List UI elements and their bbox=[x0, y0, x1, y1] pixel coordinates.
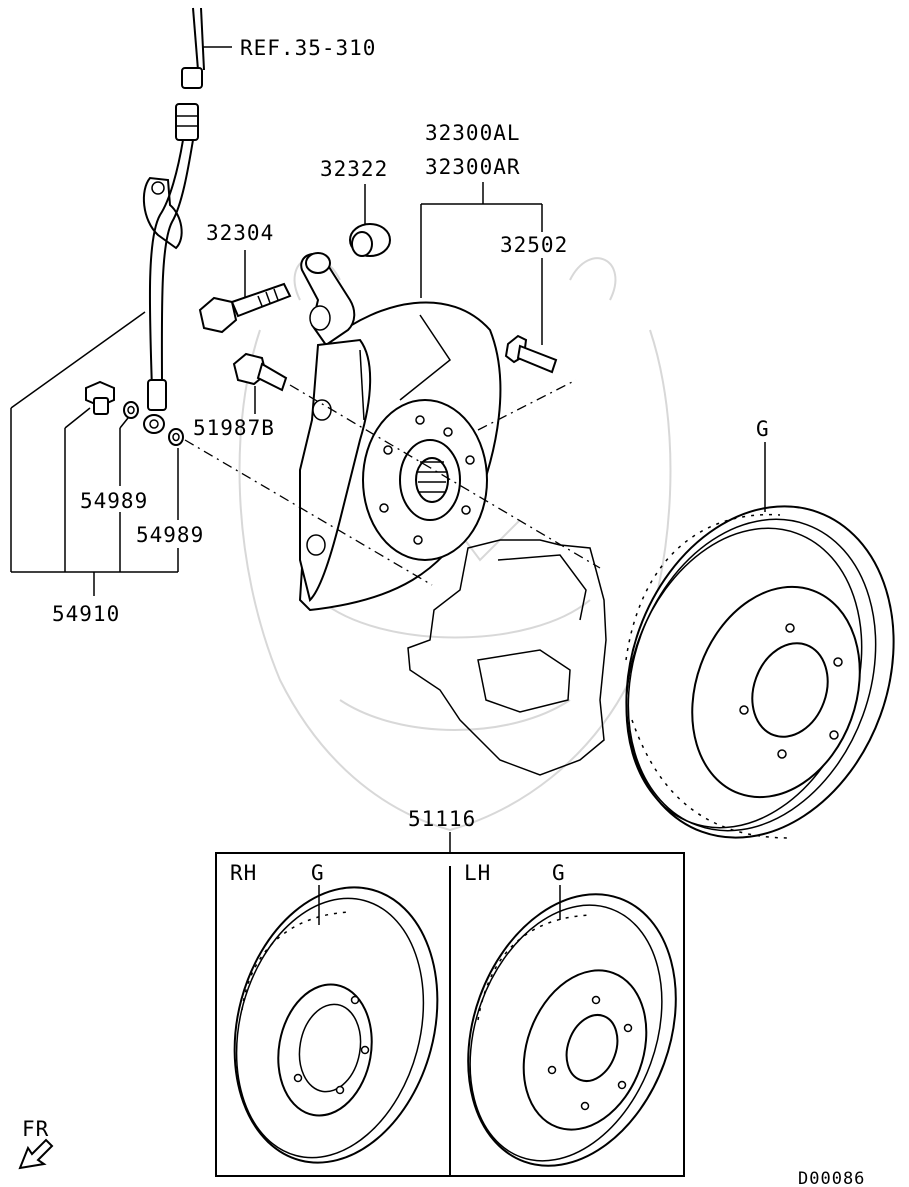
hub-bolt-32502 bbox=[504, 334, 558, 374]
label-g-main: G bbox=[756, 417, 770, 441]
label-32300ar: 32300AR bbox=[425, 155, 521, 179]
label-diagram-code: D00086 bbox=[798, 1169, 865, 1187]
label-32304: 32304 bbox=[206, 221, 274, 245]
label-g-rh: G bbox=[311, 861, 325, 885]
part-labels: REF.35-310 32300AL 32300AR 32322 32304 3… bbox=[22, 36, 865, 1187]
label-rh: RH bbox=[230, 861, 257, 885]
knuckle-bolt-32304 bbox=[198, 282, 292, 334]
label-32502: 32502 bbox=[500, 233, 568, 257]
label-32300al: 32300AL bbox=[425, 121, 521, 145]
rh-disc-rotor bbox=[233, 886, 439, 1164]
knuckle-hub-assembly bbox=[298, 252, 502, 612]
label-54989-upper: 54989 bbox=[80, 489, 148, 513]
label-51116: 51116 bbox=[408, 807, 476, 831]
front-direction-arrow-icon bbox=[18, 1138, 54, 1170]
leader-lines bbox=[10, 182, 766, 925]
nut-32322 bbox=[349, 223, 391, 257]
caliper-outline bbox=[407, 539, 607, 776]
label-lh: LH bbox=[464, 861, 491, 885]
label-fr: FR bbox=[22, 1117, 49, 1141]
label-ref: REF.35-310 bbox=[240, 36, 376, 60]
label-32322: 32322 bbox=[320, 157, 388, 181]
bolt-51987b bbox=[232, 352, 288, 392]
label-54910: 54910 bbox=[52, 602, 120, 626]
lh-disc-rotor bbox=[467, 893, 677, 1167]
main-disc-rotor bbox=[625, 505, 895, 839]
label-54989-lower: 54989 bbox=[136, 523, 204, 547]
alignment-dashes bbox=[184, 379, 601, 586]
brake-hose-assembly bbox=[85, 7, 232, 446]
label-g-lh: G bbox=[552, 861, 566, 885]
label-51987b: 51987B bbox=[193, 416, 275, 440]
